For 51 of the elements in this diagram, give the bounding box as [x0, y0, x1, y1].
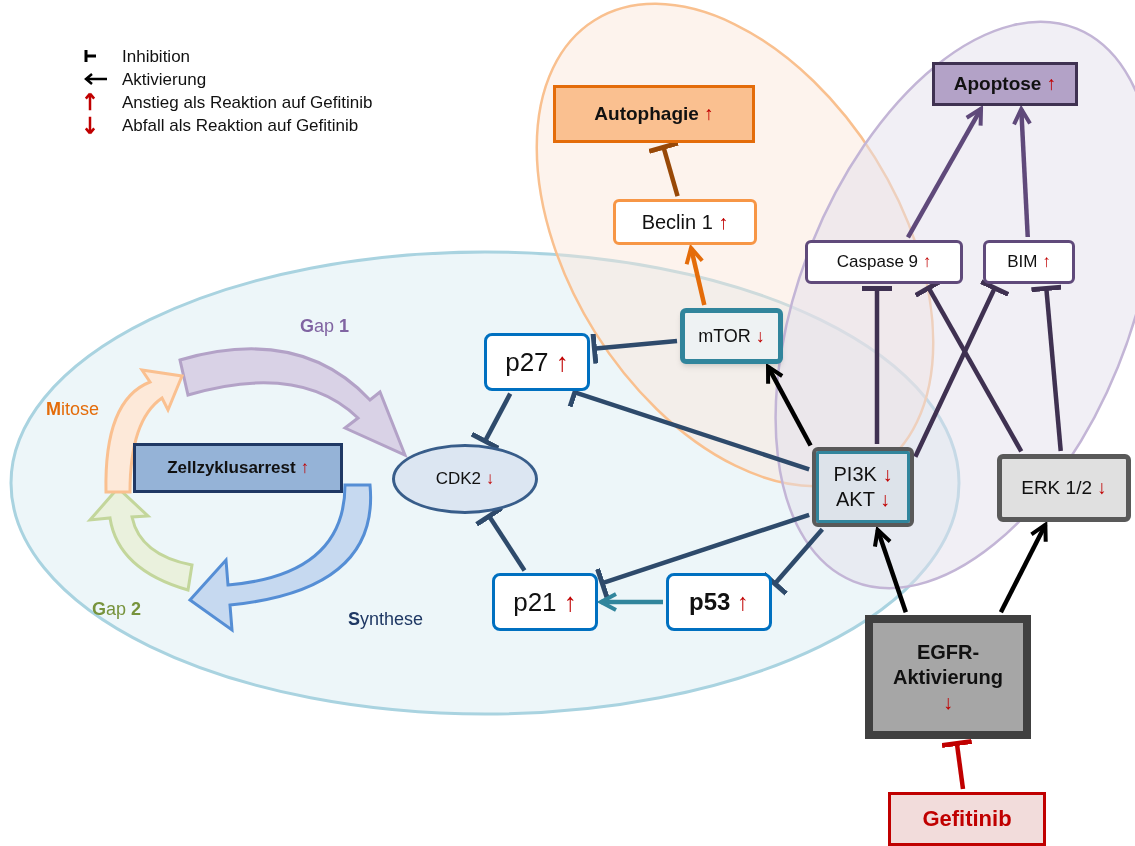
process-box: [613, 199, 757, 245]
arrow: [599, 592, 663, 612]
node-label: Autophagie ↑: [594, 102, 714, 126]
legend-label: Abfall als Reaktion auf Gefitinib: [122, 116, 359, 134]
phase-label: Gap 2: [92, 598, 142, 621]
arrow: [766, 364, 813, 447]
process-box: [133, 443, 343, 493]
process-box: [865, 615, 1031, 739]
legend-label: Anstieg als Reaktion auf Gefitinib: [122, 93, 373, 111]
phase-label: Mitose: [46, 398, 100, 421]
outcome-box: [553, 85, 755, 143]
node-label: mTOR ↓: [698, 324, 765, 348]
arrow: [906, 106, 984, 239]
node-label: p53 ↑: [689, 587, 749, 617]
node-label: EGFR-Aktivierung ↓: [892, 639, 1004, 715]
arrow: [998, 522, 1048, 614]
arrow: [1012, 107, 1032, 238]
node-label: BIM ↑: [1007, 251, 1051, 273]
legend-label: Inhibition: [122, 47, 191, 65]
node-label: Gefitinib: [922, 805, 1012, 833]
process-box: [983, 240, 1075, 284]
phase-label: Synthese: [348, 608, 424, 631]
outcome-box: [932, 62, 1078, 106]
legend-label: Aktivierung: [122, 70, 207, 88]
drug-box: [888, 792, 1046, 846]
process-box: [997, 454, 1131, 522]
node-label: Caspase 9 ↑: [836, 251, 932, 273]
inhibition-line: [862, 286, 892, 444]
node-label: ERK 1/2 ↓: [1021, 476, 1107, 500]
phase-label: Gap 1: [300, 315, 350, 338]
process-box: [812, 447, 914, 527]
process-box: [680, 308, 783, 364]
process-box: [492, 573, 598, 631]
node-label: p27 ↑: [505, 345, 569, 379]
node-label: p21 ↑: [513, 585, 577, 619]
inhibition-line: [1031, 284, 1063, 452]
node-label: Apoptose ↑: [953, 72, 1057, 96]
process-box: [484, 333, 590, 391]
arrow: [684, 245, 707, 306]
node-label: AKT ↓: [835, 487, 891, 512]
node-label: Zellzyklusarrest ↑: [167, 457, 309, 479]
node-label: CDK2 ↓: [435, 468, 495, 490]
inhibition-line: [595, 512, 810, 599]
process-box: [805, 240, 963, 284]
node-label: Beclin 1 ↑: [641, 209, 729, 235]
inhibition-line: [913, 279, 1010, 458]
inhibition-line: [590, 333, 678, 364]
inhibition-line: [941, 739, 973, 790]
node-label: PI3K ↓: [833, 462, 893, 487]
arrow: [872, 527, 908, 613]
process-box: [666, 573, 772, 631]
